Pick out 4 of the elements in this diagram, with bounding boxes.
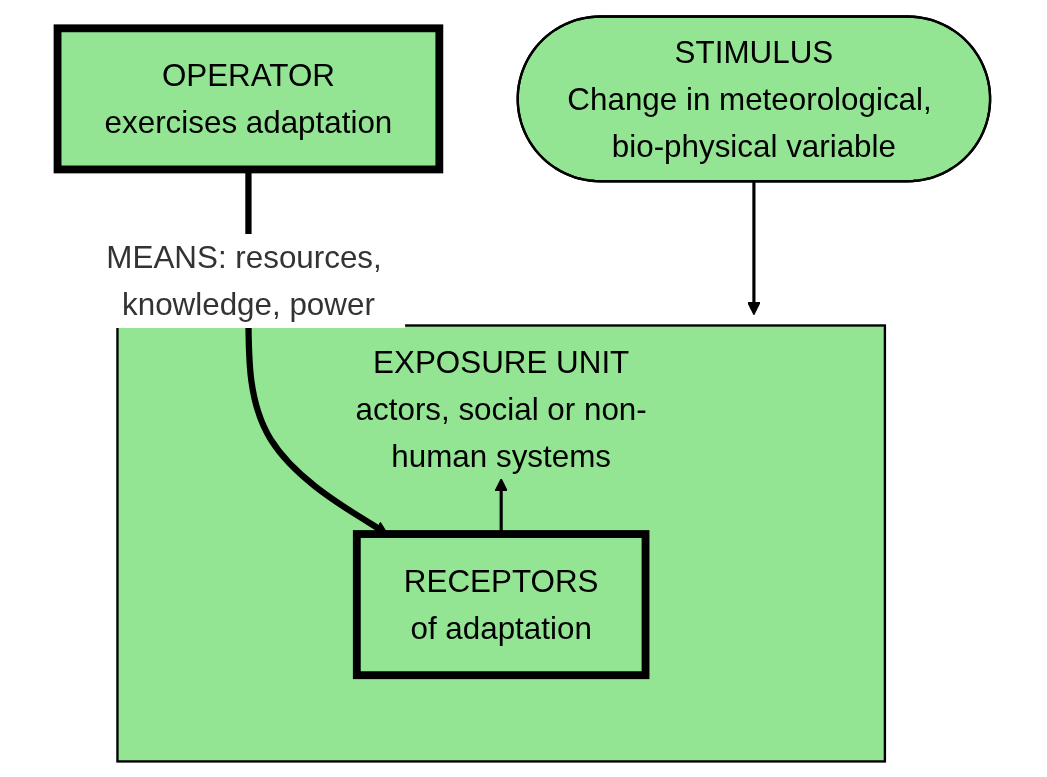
node-box: RECEPTORS of adaptation — [352, 529, 650, 679]
edge-label: MEANS: resources, knowledge, power — [106, 239, 382, 322]
arrow — [746, 180, 761, 315]
node-box: OPERATOR exercises adaptation — [53, 23, 443, 173]
